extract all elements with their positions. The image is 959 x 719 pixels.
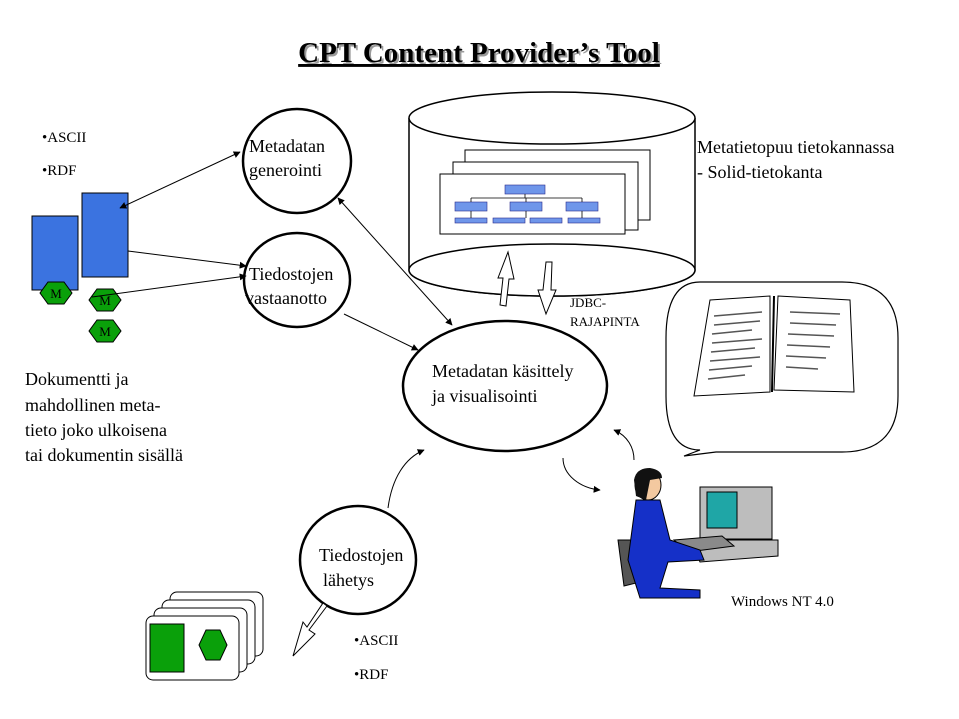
format-bottom-ascii: •ASCII	[354, 633, 398, 649]
format-top-rdf: •RDF	[42, 163, 76, 179]
database-label-line: Metatietopuu tietokannassa	[697, 137, 894, 157]
document-note-line: mahdollinen meta-	[25, 395, 160, 415]
interface-label-line: JDBC-	[570, 295, 606, 310]
send-arrow-icon	[292, 602, 328, 657]
connector-arrows	[91, 151, 635, 509]
interface-label-line: RAJAPINTA	[570, 314, 640, 329]
metadata-badge-icon	[39, 281, 122, 343]
upload-arrow-icon	[497, 250, 515, 307]
person-at-computer-icon	[617, 468, 779, 599]
title-shadow: CPT Content Provider’s Tool	[300, 39, 662, 71]
badge-label: M	[50, 286, 62, 301]
metadata-processing-node	[401, 319, 609, 453]
node-label-line: Tiedostojen	[249, 264, 333, 284]
document-icon	[31, 192, 129, 291]
open-book-icon	[693, 295, 855, 397]
page-title: CPT Content Provider’s Tool	[298, 37, 660, 69]
node-label-line: Metadatan käsittely	[432, 361, 573, 381]
tree-page-icon	[439, 149, 651, 235]
document-note-line: Dokumentti ja	[25, 369, 128, 389]
node-label-line: Metadatan	[249, 136, 325, 156]
database-label-line: - Solid-tietokanta	[697, 162, 822, 182]
node-label-line: Tiedostojen	[319, 545, 403, 565]
node-label-line: lähetys	[323, 570, 374, 590]
metadata-generation-node	[241, 107, 353, 215]
format-top-ascii: •ASCII	[42, 130, 86, 146]
format-bottom-rdf: •RDF	[354, 667, 388, 683]
document-note-line: tai dokumentin sisällä	[25, 445, 183, 465]
download-arrow-icon	[537, 261, 557, 316]
os-label: Windows NT 4.0	[731, 594, 834, 610]
node-label-line: ja visualisointi	[431, 386, 538, 406]
file-sending-node	[298, 504, 418, 616]
badge-label: M	[99, 324, 111, 339]
node-label-line: generointi	[249, 160, 322, 180]
document-stack-icon	[145, 591, 264, 681]
node-label-line: vastaanotto	[245, 288, 327, 308]
document-note-line: tieto joko ulkoisena	[25, 420, 167, 440]
badge-label: M	[99, 293, 111, 308]
